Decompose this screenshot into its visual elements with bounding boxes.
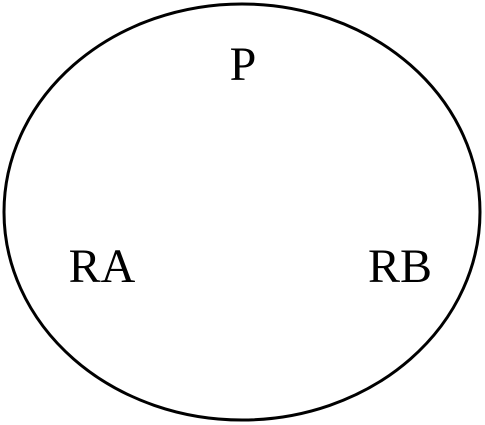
node-label-p: P bbox=[230, 38, 257, 91]
node-label-rb: RB bbox=[368, 240, 432, 293]
node-label-ra: RA bbox=[69, 240, 136, 293]
boundary-ellipse bbox=[2, 2, 482, 422]
